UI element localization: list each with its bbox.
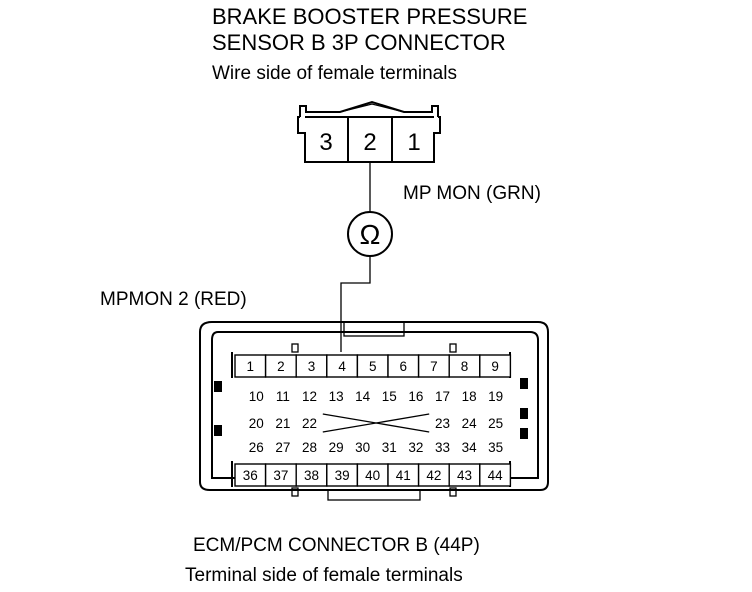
ecm-pin-28: 28 (302, 440, 317, 455)
ecm-pin-8: 8 (461, 359, 469, 374)
sensor-3p-connector: 3 2 1 (297, 100, 441, 163)
ecm-pin-12: 12 (302, 389, 317, 404)
ecm-pin-23: 23 (435, 416, 450, 431)
ecm-pin-44: 44 (488, 468, 504, 483)
ohmmeter-symbol: Ω (347, 211, 393, 257)
ecm-pin-25: 25 (488, 416, 503, 431)
ecm-pin-27: 27 (275, 440, 290, 455)
ecm-pin-38: 38 (304, 468, 319, 483)
ecm-pin-34: 34 (462, 440, 478, 455)
ecm-pin-9: 9 (491, 359, 499, 374)
ecm-pin-4: 4 (338, 359, 346, 374)
ecm-pin-24: 24 (462, 416, 478, 431)
ecm-pin-39: 39 (335, 468, 350, 483)
ecm-pin-2: 2 (277, 359, 285, 374)
ecm-pin-21: 21 (275, 416, 290, 431)
ecm-pin-37: 37 (273, 468, 288, 483)
ecm-pin-31: 31 (382, 440, 397, 455)
ecm-subtitle: Terminal side of female terminals (185, 565, 463, 586)
ecm-pin-29: 29 (329, 440, 344, 455)
ohm-icon: Ω (360, 219, 381, 250)
sensor-title-line1: BRAKE BOOSTER PRESSURE (212, 4, 527, 29)
ecm-pin-26: 26 (249, 440, 264, 455)
ecm-pin-40: 40 (365, 468, 380, 483)
sensor-pin-2: 2 (363, 129, 376, 156)
ecm-pin-22: 22 (302, 416, 317, 431)
ecm-pin-3: 3 (308, 359, 316, 374)
ecm-pin-16: 16 (408, 389, 423, 404)
ecm-pin-10: 10 (249, 389, 264, 404)
ecm-pin-15: 15 (382, 389, 397, 404)
ecm-pin-35: 35 (488, 440, 503, 455)
ecm-pin-7: 7 (430, 359, 438, 374)
ecm-pin-11: 11 (276, 389, 290, 404)
ecm-pin-5: 5 (369, 359, 377, 374)
ecm-terminal-cell (479, 354, 512, 378)
sensor-title-line2: SENSOR B 3P CONNECTOR (212, 30, 506, 55)
ecm-pin-41: 41 (396, 468, 411, 483)
ecm-pin-43: 43 (457, 468, 472, 483)
ecm-pin-36: 36 (243, 468, 258, 483)
ecm-pin-1: 1 (247, 359, 255, 374)
wire-label-mp-mon: MP MON (GRN) (403, 183, 541, 204)
sensor-pin-3: 3 (319, 129, 332, 156)
ecm-pin-14: 14 (355, 389, 371, 404)
blank-cross-line (322, 413, 430, 433)
ecm-pin-19: 19 (488, 389, 503, 404)
ecm-pin-13: 13 (329, 389, 344, 404)
ecm-pin-30: 30 (355, 440, 370, 455)
wire-mpmon2 (340, 256, 371, 352)
ecm-pin-18: 18 (462, 389, 477, 404)
ecm-terminal-cell (479, 463, 512, 487)
ecm-pin-17: 17 (435, 389, 450, 404)
wire-label-mpmon2: MPMON 2 (RED) (100, 289, 247, 310)
ecm-pin-32: 32 (408, 440, 423, 455)
ecm-title: ECM/PCM CONNECTOR B (44P) (193, 535, 480, 556)
sensor-pin-1: 1 (407, 129, 420, 156)
ecm-pin-42: 42 (426, 468, 441, 483)
ecm-pin-33: 33 (435, 440, 450, 455)
ecm-pin-6: 6 (400, 359, 408, 374)
sensor-subtitle: Wire side of female terminals (212, 63, 457, 84)
ecm-pin-20: 20 (249, 416, 264, 431)
